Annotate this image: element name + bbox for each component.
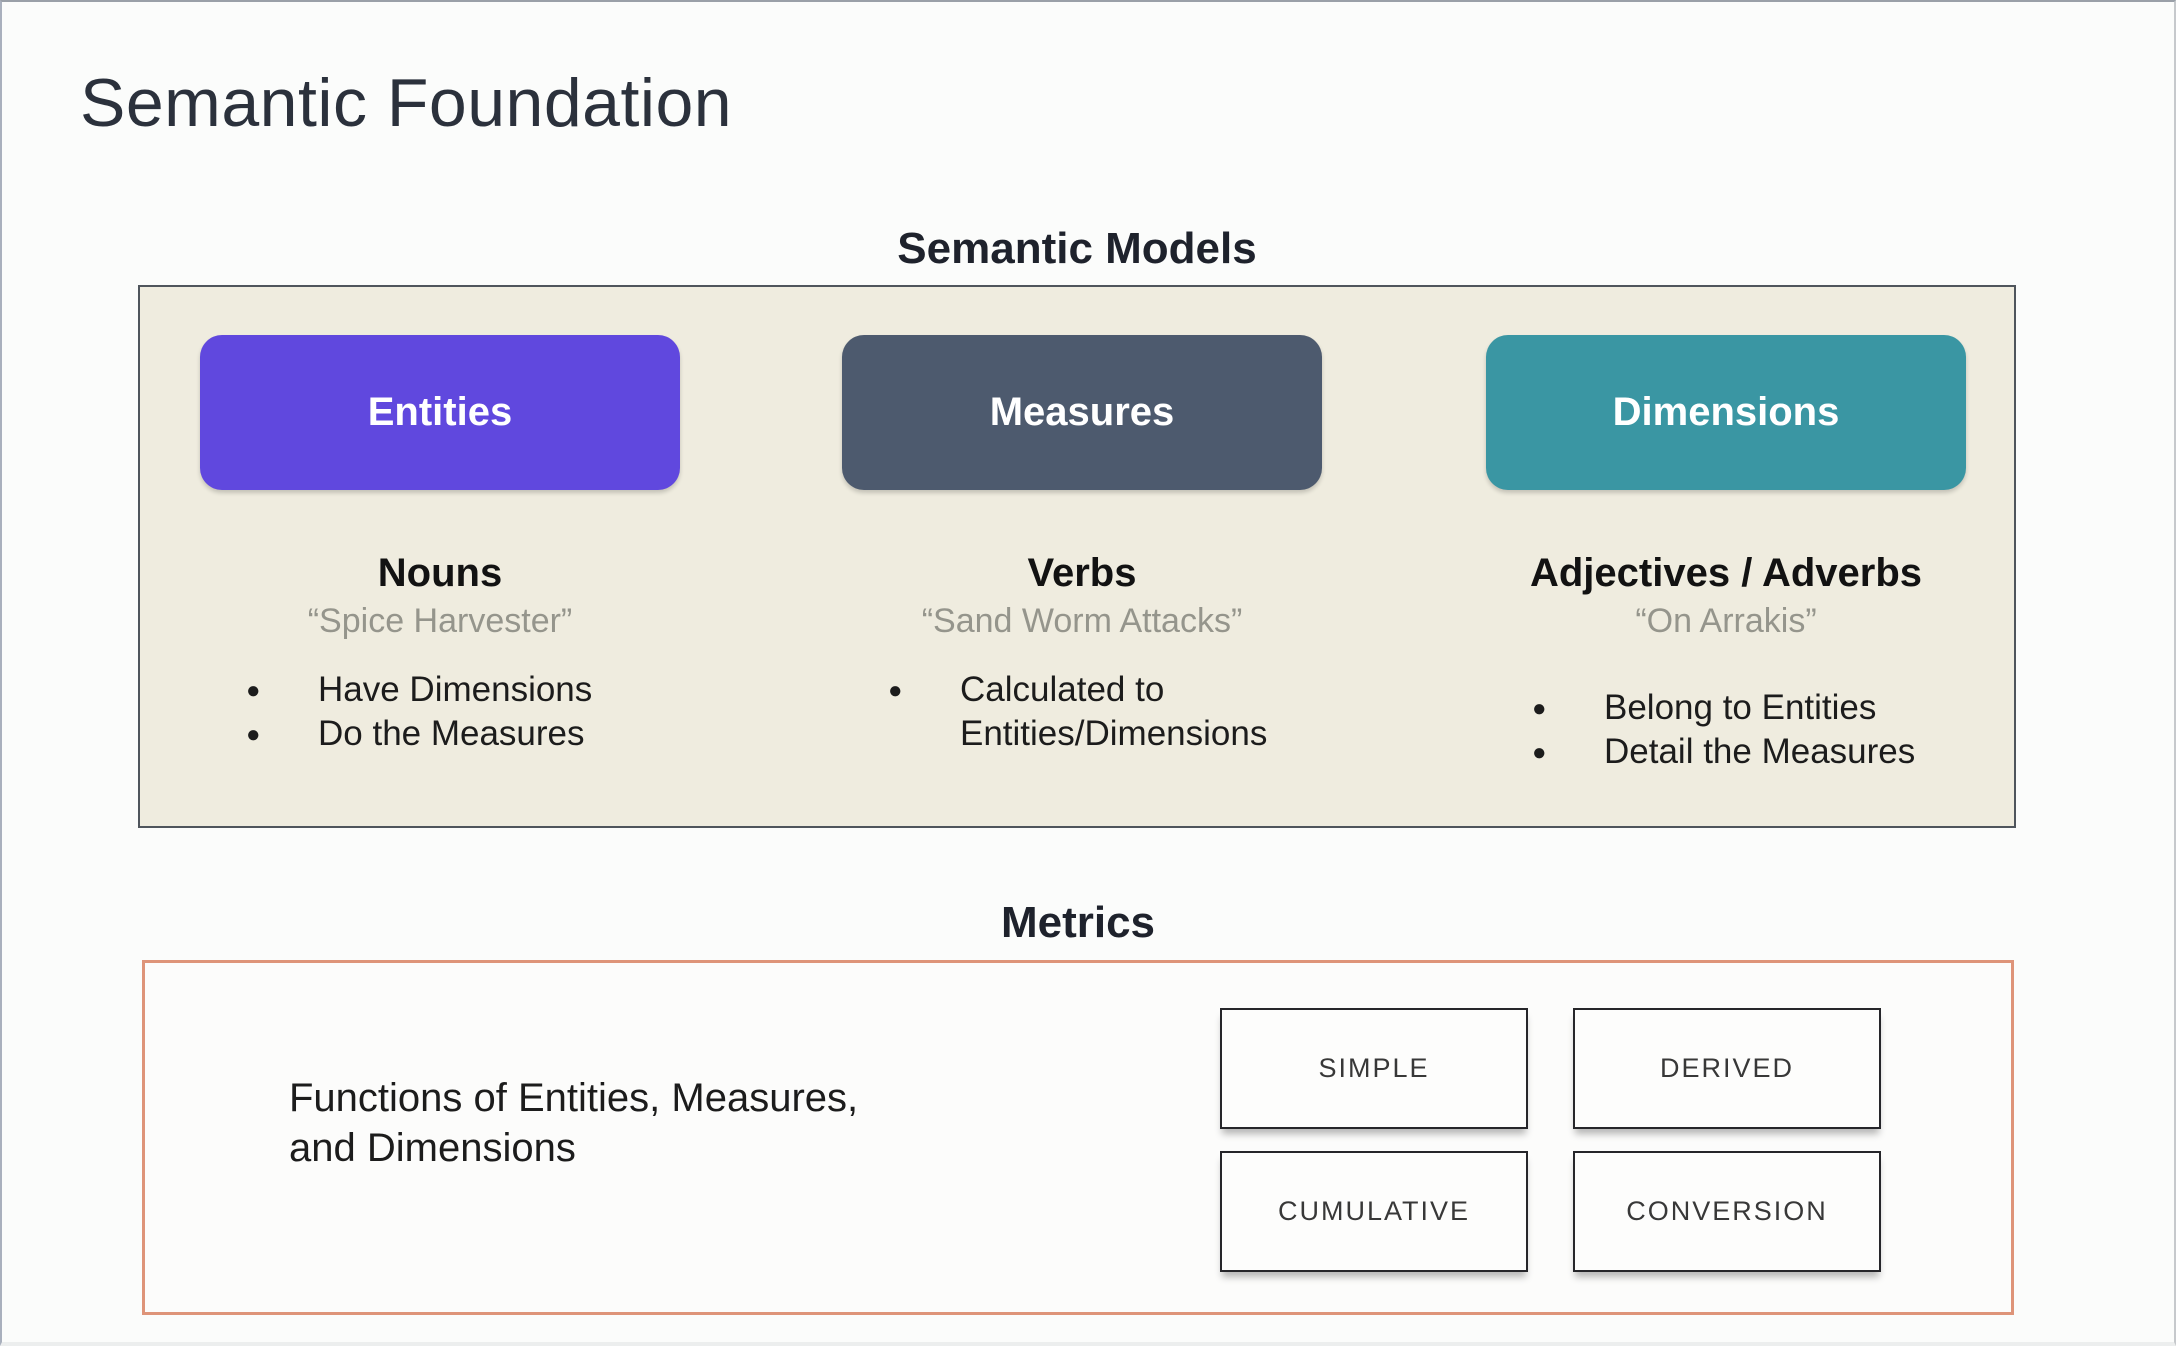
- bullet-item: Calculated to Entities/Dimensions: [888, 668, 1322, 756]
- page-title: Semantic Foundation: [80, 65, 733, 141]
- metrics-header: Metrics: [1000, 898, 1156, 947]
- metric-type-simple: SIMPLE: [1220, 1008, 1528, 1129]
- entities-bullet-list: Have Dimensions Do the Measures: [246, 668, 680, 757]
- metric-type-cumulative: CUMULATIVE: [1220, 1151, 1528, 1272]
- entities-category-label: Nouns: [377, 551, 503, 595]
- bullet-item: Detail the Measures: [1532, 730, 1966, 775]
- dimensions-button: Dimensions: [1486, 335, 1966, 490]
- dimensions-bullet-list: Belong to Entities Detail the Measures: [1532, 686, 1966, 775]
- bullet-item: Belong to Entities: [1532, 686, 1966, 731]
- metrics-panel: Functions of Entities, Measures, and Dim…: [142, 960, 2014, 1315]
- measures-button: Measures: [842, 335, 1322, 490]
- metric-type-conversion: CONVERSION: [1573, 1151, 1881, 1272]
- dimensions-example-quote: “On Arrakis”: [1635, 602, 1817, 640]
- semantic-models-header: Semantic Models: [897, 224, 1257, 273]
- model-column-dimensions: Dimensions Adjectives / Adverbs “On Arra…: [1486, 335, 1966, 775]
- model-column-entities: Entities Nouns “Spice Harvester” Have Di…: [200, 335, 680, 757]
- entities-example-quote: “Spice Harvester”: [307, 602, 573, 640]
- measures-example-quote: “Sand Worm Attacks”: [921, 602, 1243, 640]
- bullet-item: Do the Measures: [246, 712, 680, 757]
- bullet-item: Have Dimensions: [246, 668, 680, 713]
- measures-category-label: Verbs: [1027, 551, 1137, 595]
- metrics-description: Functions of Entities, Measures, and Dim…: [289, 1076, 859, 1170]
- model-column-measures: Measures Verbs “Sand Worm Attacks” Calcu…: [842, 335, 1322, 756]
- dimensions-category-label: Adjectives / Adverbs: [1529, 551, 1922, 595]
- semantic-models-panel: Entities Nouns “Spice Harvester” Have Di…: [138, 285, 2016, 828]
- entities-button: Entities: [200, 335, 680, 490]
- measures-bullet-list: Calculated to Entities/Dimensions: [888, 668, 1322, 756]
- metric-type-derived: DERIVED: [1573, 1008, 1881, 1129]
